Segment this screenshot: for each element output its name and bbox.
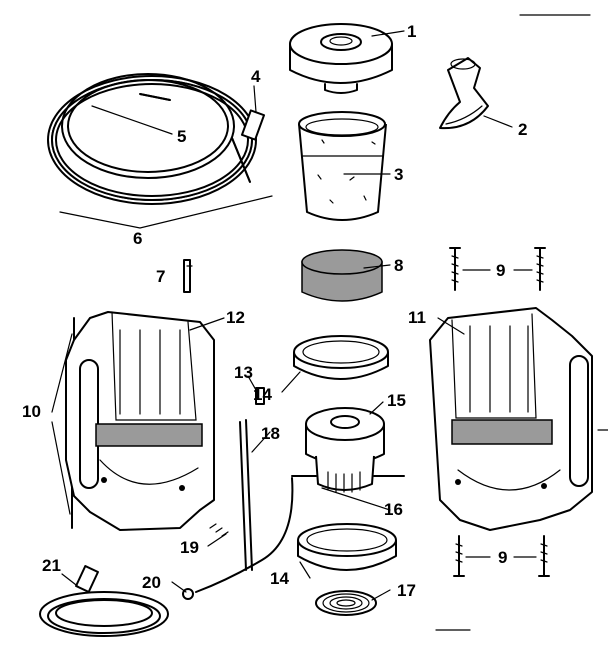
callout-8: 8 [394, 256, 404, 275]
part-canister [298, 111, 387, 221]
part-foam-filter [301, 249, 383, 302]
callout-14-lower: 14 [270, 569, 289, 588]
leader-lines [51, 30, 537, 601]
callout-1: 1 [407, 22, 417, 41]
callout-2: 2 [518, 120, 528, 139]
part-nozzle [439, 57, 489, 130]
callout-12: 12 [226, 308, 245, 327]
part-motor [291, 407, 405, 493]
callout-18: 18 [261, 424, 280, 443]
callout-4: 4 [251, 67, 261, 86]
part-gasket-lower [297, 523, 397, 571]
part-housing-right [429, 307, 593, 531]
callout-21: 21 [42, 556, 61, 575]
part-switch [255, 387, 265, 405]
part-lid [289, 23, 393, 94]
callout-5: 5 [177, 127, 187, 146]
callout-19: 19 [180, 538, 199, 557]
part-hose [47, 73, 266, 205]
callout-6: 6 [133, 229, 143, 248]
callout-3: 3 [394, 165, 404, 184]
part-wiring [182, 419, 294, 600]
callout-20: 20 [142, 573, 161, 592]
part-exhaust-filter [315, 590, 377, 616]
part-screws [71, 247, 550, 577]
callout-17: 17 [397, 581, 416, 600]
callout-14-upper: 14 [253, 385, 272, 404]
callout-9-upper: 9 [496, 261, 506, 280]
callout-16: 16 [384, 500, 403, 519]
callout-11: 11 [408, 308, 426, 327]
hose-bracket [59, 195, 273, 229]
part-housing-left [65, 311, 215, 531]
callout-15: 15 [387, 391, 406, 410]
callout-9-lower: 9 [498, 548, 508, 567]
callout-7: 7 [156, 267, 166, 286]
callout-13: 13 [234, 363, 253, 382]
edge-marks [435, 14, 608, 631]
callout-10: 10 [22, 402, 41, 421]
part-power-cord [39, 565, 169, 637]
part-gasket-upper [293, 335, 389, 380]
part-clip [183, 259, 193, 293]
